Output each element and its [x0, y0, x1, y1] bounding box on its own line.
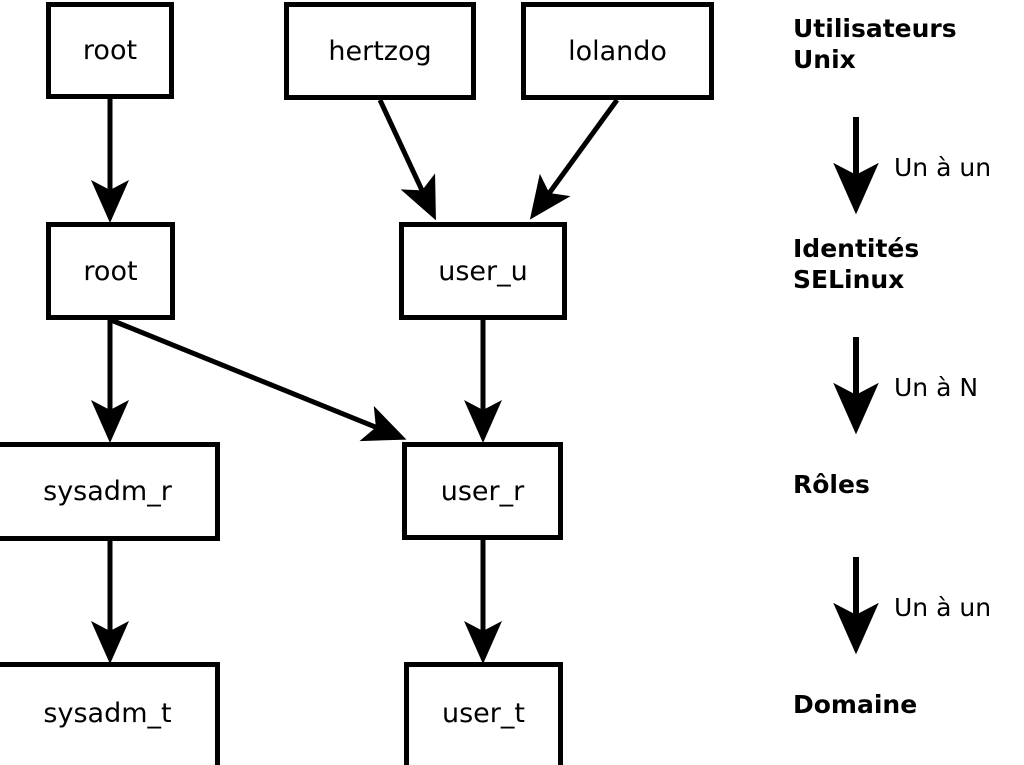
- node-label: hertzog: [328, 35, 432, 67]
- node-label: user_t: [442, 698, 525, 729]
- legend-relation-role-to-domain: Un à un: [894, 593, 992, 622]
- node-role-user-r[interactable]: user_r: [402, 442, 563, 540]
- legend-relation-unix-to-identity: Un à un: [894, 153, 992, 182]
- node-unix-user-root[interactable]: root: [46, 2, 174, 99]
- legend-title-domains: Domaine: [793, 690, 918, 719]
- node-domain-sysadm-t[interactable]: sysadm_t: [0, 662, 220, 765]
- node-identity-root[interactable]: root: [46, 222, 175, 320]
- node-domain-user-t[interactable]: user_t: [404, 662, 563, 765]
- node-label: lolando: [568, 35, 667, 67]
- node-label: root: [83, 255, 138, 287]
- legend-title-roles: Rôles: [793, 470, 870, 499]
- node-label: user_u: [438, 255, 528, 287]
- edge-lolando-to-user-u: [529, 98, 620, 220]
- node-label: user_r: [440, 475, 525, 507]
- node-identity-user-u[interactable]: user_u: [399, 222, 567, 320]
- node-label: sysadm_t: [43, 698, 172, 729]
- node-label: sysadm_r: [43, 476, 172, 507]
- legend-title-selinux-identities: Identités SELinux: [793, 234, 920, 294]
- legend-relation-identity-to-role: Un à N: [894, 373, 979, 402]
- edge-hertzog-to-user-u: [377, 98, 436, 221]
- edge-identity-root-to-user-r: [110, 317, 407, 442]
- node-role-sysadm-r[interactable]: sysadm_r: [0, 442, 220, 541]
- node-unix-user-hertzog[interactable]: hertzog: [284, 2, 476, 100]
- legend-title-unix-users: Utilisateurs Unix: [793, 14, 957, 74]
- node-unix-user-lolando[interactable]: lolando: [521, 2, 714, 100]
- node-label: root: [82, 35, 138, 66]
